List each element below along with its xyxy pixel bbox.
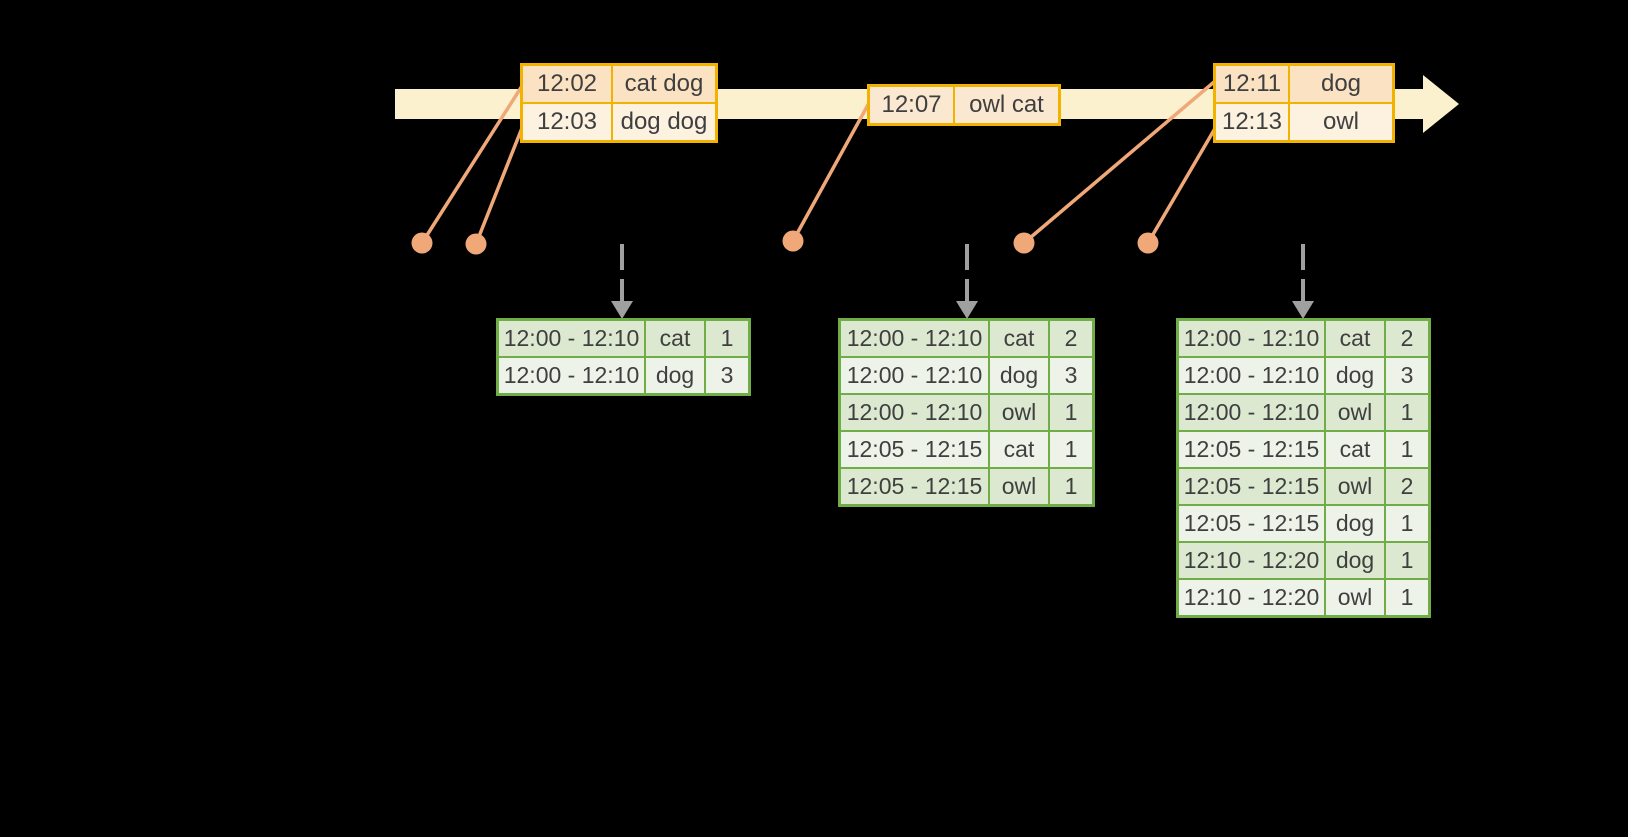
connector-line [1146, 124, 1219, 244]
trigger-arrowhead-icon [611, 301, 633, 319]
event-time-cell: 12:03 [520, 102, 613, 143]
result-window-cell: 12:05 - 12:15 [1176, 504, 1326, 543]
result-count-cell: 1 [1384, 541, 1431, 580]
result-window-cell: 12:00 - 12:10 [1176, 356, 1326, 395]
event-words-cell: owl [1288, 102, 1395, 143]
result-window-cell: 12:00 - 12:10 [838, 356, 990, 395]
trigger-arrowhead-icon [956, 301, 978, 319]
result-count-cell: 2 [1384, 318, 1431, 358]
result-word-cell: dog [1324, 356, 1386, 395]
event-words-cell: owl cat [953, 84, 1061, 126]
result-count-cell: 3 [1048, 356, 1095, 395]
result-window-cell: 12:10 - 12:20 [1176, 578, 1326, 618]
event-dot [411, 232, 433, 254]
event-words-cell: dog [1288, 63, 1395, 104]
result-word-cell: cat [988, 430, 1050, 469]
event-dot [782, 230, 804, 252]
result-word-cell: owl [1324, 578, 1386, 618]
result-window-cell: 12:05 - 12:15 [1176, 430, 1326, 469]
event-dot [1013, 232, 1035, 254]
result-word-cell: dog [1324, 541, 1386, 580]
event-words-cell: cat dog [611, 63, 718, 104]
trigger-arrowhead-icon [1292, 301, 1314, 319]
result-word-cell: owl [1324, 467, 1386, 506]
event-time-cell: 12:13 [1213, 102, 1290, 143]
result-window-cell: 12:00 - 12:10 [496, 356, 646, 396]
result-word-cell: owl [988, 467, 1050, 507]
connector-line [1022, 80, 1216, 245]
event-dot [465, 233, 487, 255]
result-count-cell: 2 [1048, 318, 1095, 358]
result-count-cell: 3 [1384, 356, 1431, 395]
result-window-cell: 12:00 - 12:10 [838, 393, 990, 432]
result-count-cell: 1 [1048, 430, 1095, 469]
event-words-cell: dog dog [611, 102, 718, 143]
result-word-cell: owl [988, 393, 1050, 432]
result-count-cell: 1 [1384, 393, 1431, 432]
result-window-cell: 12:00 - 12:10 [838, 318, 990, 358]
result-word-cell: dog [988, 356, 1050, 395]
result-count-cell: 2 [1384, 467, 1431, 506]
result-window-cell: 12:00 - 12:10 [1176, 393, 1326, 432]
result-window-cell: 12:00 - 12:10 [1176, 318, 1326, 358]
result-count-cell: 1 [1048, 467, 1095, 507]
result-word-cell: dog [644, 356, 706, 396]
result-window-cell: 12:05 - 12:15 [838, 467, 990, 507]
result-window-cell: 12:05 - 12:15 [1176, 467, 1326, 506]
result-window-cell: 12:05 - 12:15 [838, 430, 990, 469]
result-count-cell: 1 [1384, 504, 1431, 543]
result-window-cell: 12:00 - 12:10 [496, 318, 646, 358]
result-word-cell: cat [1324, 318, 1386, 358]
event-time-cell: 12:07 [867, 84, 955, 126]
connector-line [420, 85, 524, 244]
result-count-cell: 1 [704, 318, 751, 358]
result-count-cell: 1 [1384, 578, 1431, 618]
result-count-cell: 3 [704, 356, 751, 396]
result-word-cell: cat [1324, 430, 1386, 469]
event-time-cell: 12:02 [520, 63, 613, 104]
event-dot [1137, 232, 1159, 254]
result-word-cell: cat [644, 318, 706, 358]
result-word-cell: owl [1324, 393, 1386, 432]
timeline-arrowhead-icon [1423, 75, 1459, 133]
result-window-cell: 12:10 - 12:20 [1176, 541, 1326, 580]
result-word-cell: cat [988, 318, 1050, 358]
result-count-cell: 1 [1384, 430, 1431, 469]
connector-line [474, 127, 524, 245]
connector-line [791, 102, 871, 242]
result-count-cell: 1 [1048, 393, 1095, 432]
result-word-cell: dog [1324, 504, 1386, 543]
event-time-cell: 12:11 [1213, 63, 1290, 104]
